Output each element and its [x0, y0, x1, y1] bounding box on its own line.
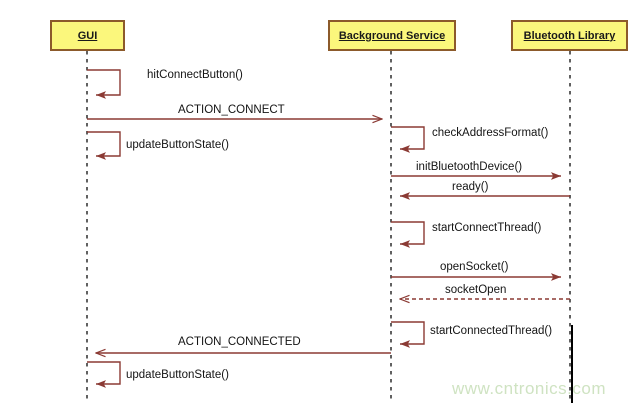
lifeline-title-background-service: Background Service: [338, 29, 446, 42]
message-m10: [391, 321, 425, 348]
message-label-m3: checkAddressFormat(): [432, 127, 549, 139]
message-label-m11: ACTION_CONNECTED: [178, 336, 301, 348]
message-label-m8: openSocket(): [440, 261, 509, 273]
lifeline-title-gui: GUI: [77, 29, 98, 42]
text-caret-artifact: [571, 325, 573, 403]
message-m7: [391, 221, 425, 248]
message-label-m12: updateButtonState(): [126, 369, 229, 381]
message-label-m5: initBluetoothDevice(): [416, 161, 523, 173]
lifeline-header-bluetooth-library: Bluetooth Library: [511, 20, 628, 51]
message-label-m7: startConnectThread(): [432, 222, 542, 234]
lifeline-header-gui: GUI: [50, 20, 125, 51]
message-m4: [87, 131, 121, 160]
messages-layer: [87, 69, 570, 388]
lifeline-title-bluetooth-library: Bluetooth Library: [523, 29, 616, 42]
message-label-m4: updateButtonState(): [126, 139, 229, 151]
message-label-m10: startConnectedThread(): [430, 325, 553, 337]
message-label-m6: ready(): [452, 181, 489, 193]
message-label-m1: hitConnectButton(): [147, 69, 243, 81]
message-m3: [391, 126, 425, 153]
message-label-m2: ACTION_CONNECT: [178, 104, 285, 116]
lifelines-layer: [86, 51, 571, 401]
message-label-m9: socketOpen: [445, 284, 507, 296]
watermark-text: www.cntronics.com: [452, 379, 606, 398]
message-m1: [87, 69, 121, 99]
message-m12: [87, 361, 121, 388]
lifeline-header-background-service: Background Service: [328, 20, 456, 51]
